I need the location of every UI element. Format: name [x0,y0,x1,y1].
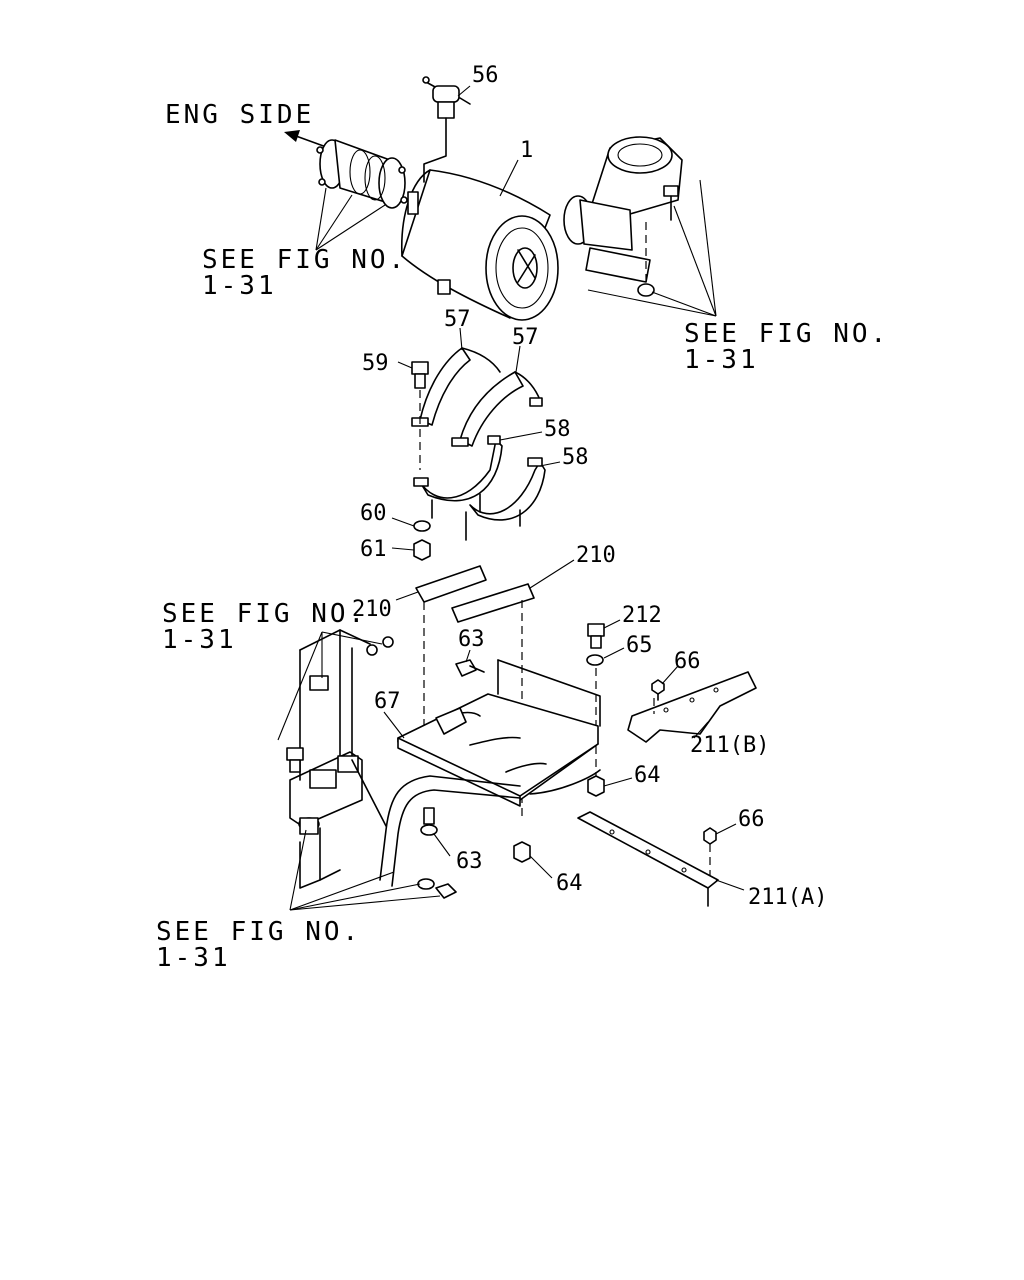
part-1-air-cleaner [401,169,559,321]
part-58-brackets [413,435,546,541]
part-212-bolt [587,623,605,649]
see-fig-ref-1-line2: 1-31 [202,271,277,301]
part-66-screw-lower [703,827,717,876]
part-66-screw-upper [651,679,665,701]
callout-212: 212 [622,603,662,628]
see-fig-ref-1-line1: SEE FIG NO. [202,245,407,275]
pipe-stay-left [351,759,521,899]
part-57-bands [411,347,543,447]
callout-211b: 211(B) [690,733,769,758]
callout-211a: 211(A) [748,885,827,910]
callout-59: 59 [362,351,389,376]
outlet-elbow-right [563,136,683,297]
callout-66-b: 66 [738,807,765,832]
leader-see-fig-2 [587,179,717,317]
see-fig-ref-3-line1: SEE FIG NO. [162,599,367,629]
callout-63-a: 63 [458,627,485,652]
see-fig-ref-2-line2: 1-31 [684,345,759,375]
see-fig-ref-4-line2: 1-31 [156,943,231,973]
part-61-nut [413,539,431,561]
callout-210-a: 210 [352,597,392,622]
part-65-washer [586,654,604,780]
see-fig-ref-3-line2: 1-31 [162,625,237,655]
eng-side-label: ENG SIDE [165,100,314,130]
see-fig-ref-2-line1: SEE FIG NO. [684,319,889,349]
callout-66-a: 66 [674,649,701,674]
part-63-bolt-upper [455,659,485,677]
callout-1: 1 [520,138,533,163]
callout-57-b: 57 [512,325,539,350]
callout-210-b: 210 [576,543,616,568]
part-64-nut-a [587,775,605,797]
part-63-bolt-lower [420,807,438,836]
callout-64-b: 64 [556,871,583,896]
callout-57-a: 57 [444,307,471,332]
leader-see-fig-4 [289,829,441,911]
part-64-nut-b [513,841,531,863]
part-211b-plate [627,671,757,743]
callout-58-b: 58 [562,445,589,470]
leader-see-fig-1 [315,187,386,251]
leader-see-fig-3 [277,631,383,741]
callout-60: 60 [360,501,387,526]
part-67-tray [397,659,601,807]
part-60-washer [413,520,431,532]
callout-64-a: 64 [634,763,661,788]
callout-67: 67 [374,689,401,714]
callout-63-b: 63 [456,849,483,874]
callout-61: 61 [360,537,387,562]
see-fig-ref-4-line1: SEE FIG NO. [156,917,361,947]
callout-65: 65 [626,633,653,658]
intake-hose-left [316,139,408,209]
callout-58-a: 58 [544,417,571,442]
frame-support-left [286,629,394,889]
part-210-plates [415,565,535,820]
part-59-bolt [411,361,429,470]
callout-56: 56 [472,63,499,88]
part-56-sensor [422,76,471,183]
part-211a-plate [577,811,719,907]
